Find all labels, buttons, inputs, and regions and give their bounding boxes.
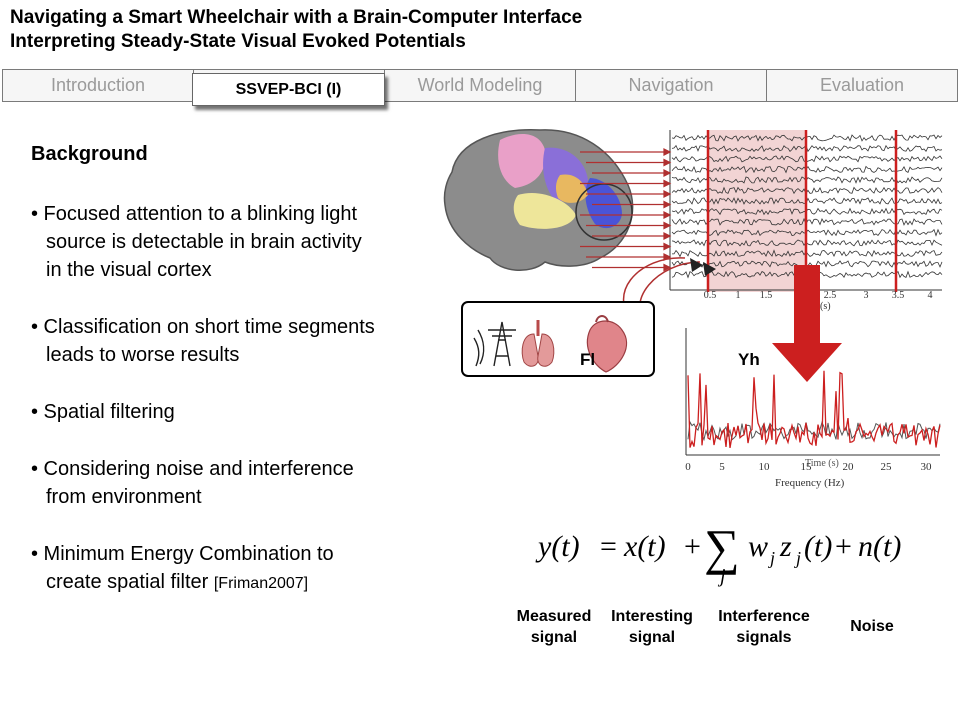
eeg-time-tick: 3.5	[892, 290, 905, 301]
eeg-time-tick: 3	[864, 290, 869, 301]
bullet-line: source is detectable in brain activity	[46, 231, 362, 253]
spectrum-label: Yh	[738, 350, 760, 369]
eeg-time-ticks: 0.5 1 1.5 2.5 3 3.5 4	[704, 290, 933, 301]
tab-navigation[interactable]: Navigation	[576, 70, 767, 101]
heart-icon	[586, 315, 628, 373]
bullet-line: • Classification on short time segments	[31, 316, 375, 338]
equation-plus: +	[684, 530, 701, 563]
electrode-arrow-head	[663, 158, 672, 167]
brain-other-lobe	[555, 174, 588, 203]
equation-z-arg: (t)	[804, 530, 832, 563]
page-title: Navigating a Smart Wheelchair with a Bra…	[10, 6, 582, 54]
equation-w-term: w	[748, 530, 768, 563]
label-interference-signals: Interference signals	[718, 608, 810, 646]
bullet-line: in the visual cortex	[46, 259, 212, 281]
title-line-1: Navigating a Smart Wheelchair with a Bra…	[10, 7, 583, 28]
eeg-time-tick: 2.5	[824, 290, 837, 301]
frequency-tick: 30	[921, 461, 933, 473]
equation-n-term: n(t)	[858, 530, 901, 563]
tab-bar: Introduction World Modeling Navigation E…	[2, 69, 958, 102]
filter-label: Fl	[580, 350, 596, 369]
equation-w-sub: j	[768, 548, 775, 568]
title-line-2: Interpreting Steady-State Visual Evoked …	[10, 31, 466, 52]
frequency-tick: 5	[719, 461, 725, 473]
label-measured-signal: Measured signal	[516, 608, 592, 646]
equation-lhs: y(t)	[535, 530, 580, 563]
bullet-line: • Spatial filtering	[31, 401, 175, 423]
bullet-line: • Minimum Energy Combination to	[31, 543, 334, 565]
curved-arrow-head	[690, 258, 703, 272]
label-interesting-signal: Interesting signal	[611, 608, 693, 646]
label-noise: Noise	[850, 618, 894, 635]
frequency-tick: 15	[801, 461, 813, 473]
equation-z-term: z	[779, 530, 792, 563]
frequency-ticks: 0 5 10 15 20 25 30	[685, 461, 932, 473]
brain-frontal	[498, 134, 546, 188]
electrode-arrow-head	[663, 169, 672, 177]
tab-world-modeling[interactable]: World Modeling	[385, 70, 576, 101]
eeg-axis-unit: (s)	[820, 301, 831, 312]
electrode-arrow-head	[663, 200, 672, 209]
citation: [Friman2007]	[213, 575, 309, 592]
bullet-item: • Considering noise and interference fro…	[31, 455, 375, 511]
bullet-line: from environment	[46, 486, 202, 508]
tab-evaluation[interactable]: Evaluation	[819, 75, 905, 95]
frequency-tick: 25	[881, 461, 893, 473]
brain-temporal	[513, 192, 576, 229]
power-tower-icon	[473, 321, 516, 367]
tab-ssvep-bci[interactable]: SSVEP-BCI (I)	[192, 73, 385, 106]
bullet-line: create spatial filter [Friman2007]	[31, 568, 375, 598]
signal-equation: y(t) = x(t) + ∑ j w j z j (t) + n(t)	[535, 519, 901, 587]
time-overlay-label: Time (s)	[805, 458, 839, 469]
spectrum-trace	[687, 370, 941, 449]
bullet-line: • Focused attention to a blinking light	[31, 203, 358, 225]
down-arrow-head	[772, 343, 842, 382]
electrode-arrow-head	[663, 211, 672, 219]
bullet-item: • Focused attention to a blinking light …	[31, 200, 375, 284]
lungs-icon	[521, 320, 555, 367]
eeg-time-tick: 1	[736, 290, 741, 301]
eeg-time-tick: 0.5	[704, 290, 717, 301]
bullet-text: create spatial filter	[46, 571, 209, 593]
electrode-arrow-head	[663, 263, 672, 272]
electrode-arrow-head	[663, 232, 672, 240]
electrode-arrow-head	[663, 242, 672, 251]
equation-plus: +	[835, 530, 852, 563]
electrode-arrow-head	[663, 148, 672, 156]
bullet-list: • Focused attention to a blinking light …	[31, 200, 375, 627]
bullet-line: leads to worse results	[46, 344, 240, 366]
equation-x-term: x(t)	[623, 530, 666, 563]
bullet-item: • Spatial filtering	[31, 398, 375, 426]
sum-symbol: ∑	[704, 519, 740, 575]
bullet-item: • Classification on short time segments …	[31, 313, 375, 369]
eeg-highlight	[708, 130, 806, 292]
frequency-tick: 10	[759, 461, 771, 473]
electrode-arrow-head	[663, 221, 672, 230]
frequency-tick: 0	[685, 461, 691, 473]
down-arrow-shaft	[794, 265, 820, 345]
brain-icon	[443, 129, 634, 272]
frequency-tick: 20	[843, 461, 855, 473]
eeg-time-tick: 1.5	[760, 290, 773, 301]
electrode-arrow-head	[663, 179, 672, 188]
bullet-item: • Minimum Energy Combination to create s…	[31, 540, 375, 598]
bullet-line: • Considering noise and interference	[31, 458, 354, 480]
electrode-arrows	[580, 148, 672, 272]
equation-z-sub: j	[794, 548, 801, 568]
equation-eq: =	[600, 530, 617, 563]
equation-sum-index: j	[717, 565, 726, 587]
electrode-arrow-head	[663, 190, 672, 198]
frequency-axis-label: Frequency (Hz)	[775, 477, 845, 489]
section-heading: Background	[31, 143, 148, 165]
curved-arrow-head	[703, 262, 716, 276]
eeg-time-tick: 4	[928, 290, 933, 301]
